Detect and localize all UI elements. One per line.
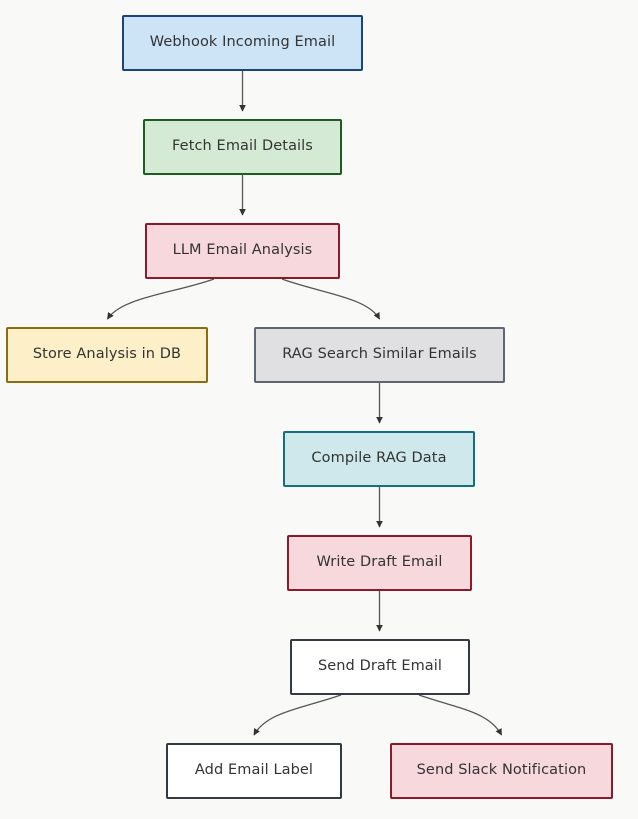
node-llm-email-analysis[interactable]: LLM Email Analysis	[145, 223, 340, 279]
node-compile-rag-data[interactable]: Compile RAG Data	[283, 431, 475, 487]
node-add-email-label[interactable]: Add Email Label	[166, 743, 342, 799]
node-send-slack-notification[interactable]: Send Slack Notification	[390, 743, 613, 799]
node-write-draft-email[interactable]: Write Draft Email	[287, 535, 472, 591]
node-label: Fetch Email Details	[172, 138, 313, 155]
edge-send-to-slack	[418, 694, 503, 736]
node-label: Webhook Incoming Email	[149, 34, 336, 51]
node-store-analysis-in-db[interactable]: Store Analysis in DB	[6, 327, 208, 383]
node-label: Compile RAG Data	[311, 450, 447, 467]
node-label: LLM Email Analysis	[172, 242, 313, 259]
node-send-draft-email[interactable]: Send Draft Email	[290, 639, 470, 695]
node-rag-search-similar-emails[interactable]: RAG Search Similar Emails	[254, 327, 505, 383]
edge-analysis-to-rag	[281, 278, 381, 320]
edge-analysis-to-store	[106, 278, 215, 320]
node-label: RAG Search Similar Emails	[282, 346, 477, 363]
node-label: Send Slack Notification	[416, 762, 587, 779]
node-label: Store Analysis in DB	[32, 346, 182, 363]
node-webhook-incoming-email[interactable]: Webhook Incoming Email	[122, 15, 363, 71]
node-label: Write Draft Email	[316, 554, 443, 571]
node-label: Add Email Label	[194, 762, 314, 779]
node-fetch-email-details[interactable]: Fetch Email Details	[143, 119, 342, 175]
node-label: Send Draft Email	[317, 658, 443, 675]
edge-send-to-label	[253, 694, 342, 736]
